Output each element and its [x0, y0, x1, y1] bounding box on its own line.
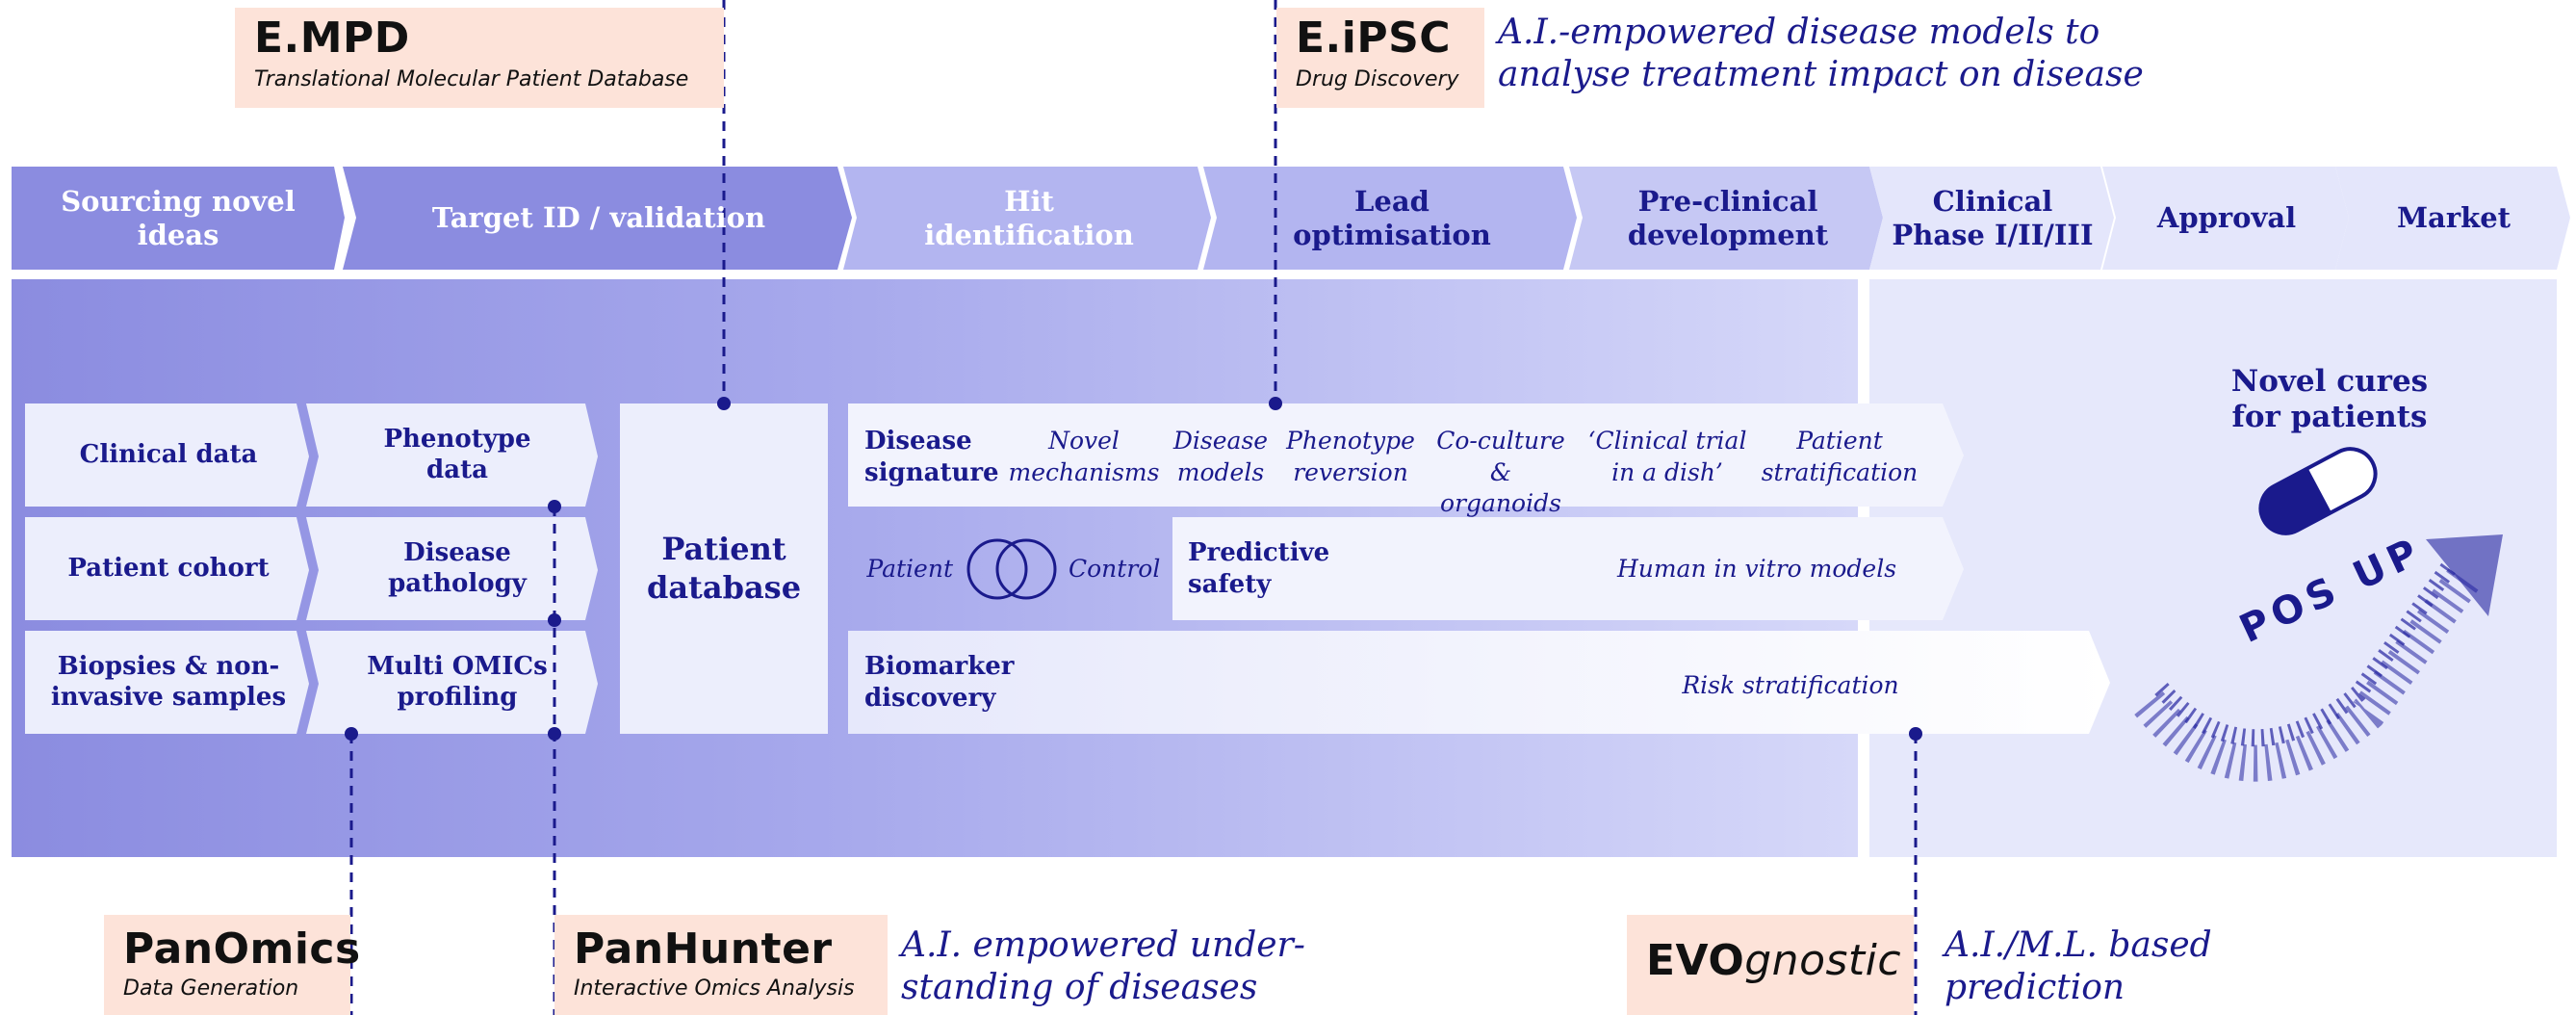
tag-empd-sub: Translational Molecular Patient Database	[254, 67, 689, 91]
box-phenotype-data: Phenotype data	[383, 424, 531, 484]
stage-market: Market	[2396, 201, 2512, 235]
row3-title: Biomarker discovery	[864, 652, 1015, 713]
tag-empd: E.MPD Translational Molecular Patient Da…	[235, 8, 724, 108]
row1-item-novel-mechanisms: Novel mechanisms	[1008, 427, 1160, 486]
stage-clinical: Clinical Phase I/II/III	[1892, 185, 2094, 251]
row1-item-clinical-trial-dish: ‘Clinical trial in a dish’	[1587, 427, 1747, 486]
patient-database-box	[620, 403, 828, 734]
chevron-preclinical	[1569, 167, 1883, 270]
box-disease-pathology: Disease pathology	[388, 537, 527, 598]
row2-title: Predictive safety	[1188, 538, 1330, 599]
row3-bar	[848, 631, 2110, 734]
tag-eipsc-sub: Drug Discovery	[1296, 67, 1459, 91]
row1-item-co-culture: Co-culture & organoids	[1436, 427, 1565, 517]
chevron-sourcing	[12, 167, 345, 270]
stage-target: Target ID / validation	[431, 201, 766, 235]
row3-item-risk-stratification: Risk stratification	[1682, 671, 1899, 699]
box-multi-omics: Multi OMICs profiling	[367, 651, 548, 712]
tag-evognostic-name-bold: EVO	[1646, 936, 1745, 985]
outcome-title: Novel cures for patients	[2230, 364, 2429, 434]
row1-item-disease-models: Disease models	[1172, 427, 1269, 486]
row1-title: Disease signature	[864, 427, 999, 487]
row2-item-human-in-vitro: Human in vitro models	[1616, 555, 1897, 583]
venn-control-circle	[995, 538, 1057, 600]
chevron-lead	[1203, 167, 1577, 270]
tag-eipsc: E.iPSC Drug Discovery	[1276, 8, 1484, 108]
box-clinical-data: Clinical data	[79, 439, 258, 469]
stage-hit: Hit identification	[924, 185, 1134, 251]
chevron-approval	[2102, 167, 2349, 270]
tag-panomics-name: PanOmics	[123, 924, 361, 974]
tag-evognostic-tagline: A.I./M.L. based prediction	[1945, 925, 2212, 1007]
tag-evognostic-name-light: gnostic	[1744, 936, 1902, 985]
chevron-market	[2335, 167, 2570, 270]
tag-panhunter-sub: Interactive Omics Analysis	[574, 976, 855, 1001]
tag-panomics: PanOmics Data Generation	[104, 915, 360, 1015]
row2-bar	[1172, 517, 1964, 620]
box-biopsies: Biopsies & non- invasive samples	[50, 651, 287, 712]
tag-panomics-sub: Data Generation	[123, 976, 299, 1001]
patient-database-label: Patient database	[646, 531, 802, 606]
tag-evognostic-name: EVOgnostic	[1646, 936, 1901, 985]
tag-panhunter-tagline: A.I. empowered under- standing of diseas…	[901, 925, 1305, 1007]
tag-eipsc-tagline: A.I.-empowered disease models to analyse…	[1498, 13, 2144, 94]
row1-item-phenotype-reversion: Phenotype reversion	[1286, 427, 1415, 486]
venn-patient-circle	[966, 538, 1028, 600]
input-boxes	[25, 403, 598, 734]
tag-evognostic: EVOgnostic	[1627, 915, 1914, 1015]
tag-empd-name: E.MPD	[254, 13, 410, 63]
stage-sourcing: Sourcing novel ideas	[61, 185, 296, 251]
venn-control-label: Control	[1069, 555, 1161, 583]
chevron-hit	[843, 167, 1211, 270]
outcome-panel	[1869, 279, 2557, 857]
row1-item-patient-stratification: Patient stratification	[1761, 427, 1919, 486]
stage-preclinical: Pre-clinical development	[1627, 185, 1829, 251]
stage-lead: Lead optimisation	[1293, 185, 1491, 251]
row1-bar	[848, 403, 1964, 507]
stage-approval: Approval	[2156, 201, 2297, 235]
pos-up-arrow	[2134, 534, 2503, 782]
tag-eipsc-name: E.iPSC	[1296, 13, 1452, 63]
venn-patient-label: Patient	[866, 555, 953, 583]
connector-dots	[345, 397, 1922, 741]
tag-panhunter: PanHunter Interactive Omics Analysis	[554, 915, 888, 1015]
tag-panhunter-name: PanHunter	[574, 924, 833, 974]
box-patient-cohort: Patient cohort	[67, 553, 270, 583]
pill-icon	[2258, 447, 2378, 535]
chevron-clinical	[1869, 167, 2114, 270]
